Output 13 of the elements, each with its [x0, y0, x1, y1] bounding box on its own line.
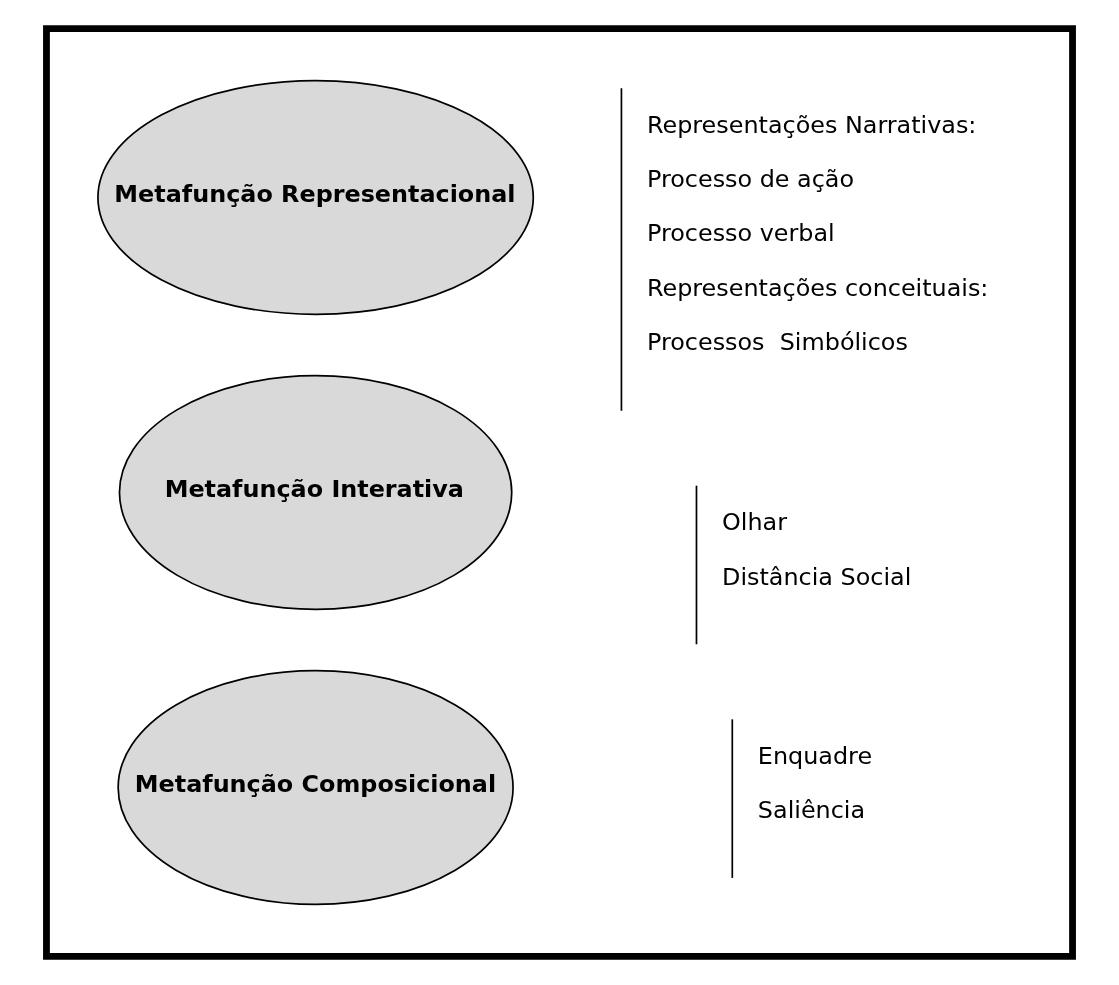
node-label: Processo verbal [647, 219, 835, 248]
node-label: Saliência [757, 796, 866, 825]
node-label: Processo de ação [647, 165, 855, 194]
cluster [43, 25, 1076, 960]
node-ellipse: Metafunção Interativa [118, 374, 513, 611]
node-label: Representações Narrativas: [647, 110, 977, 139]
node-label: Distância Social [722, 562, 912, 591]
node-label: Representações conceituais: [647, 273, 989, 302]
node-ellipse: Metafunção Representacional [97, 79, 535, 316]
node-label: Processos Simbólicos [647, 327, 908, 356]
node-ellipse: Metafunção Composicional [117, 669, 514, 906]
node-label: Olhar [722, 508, 788, 537]
node-label: Enquadre [757, 742, 873, 771]
